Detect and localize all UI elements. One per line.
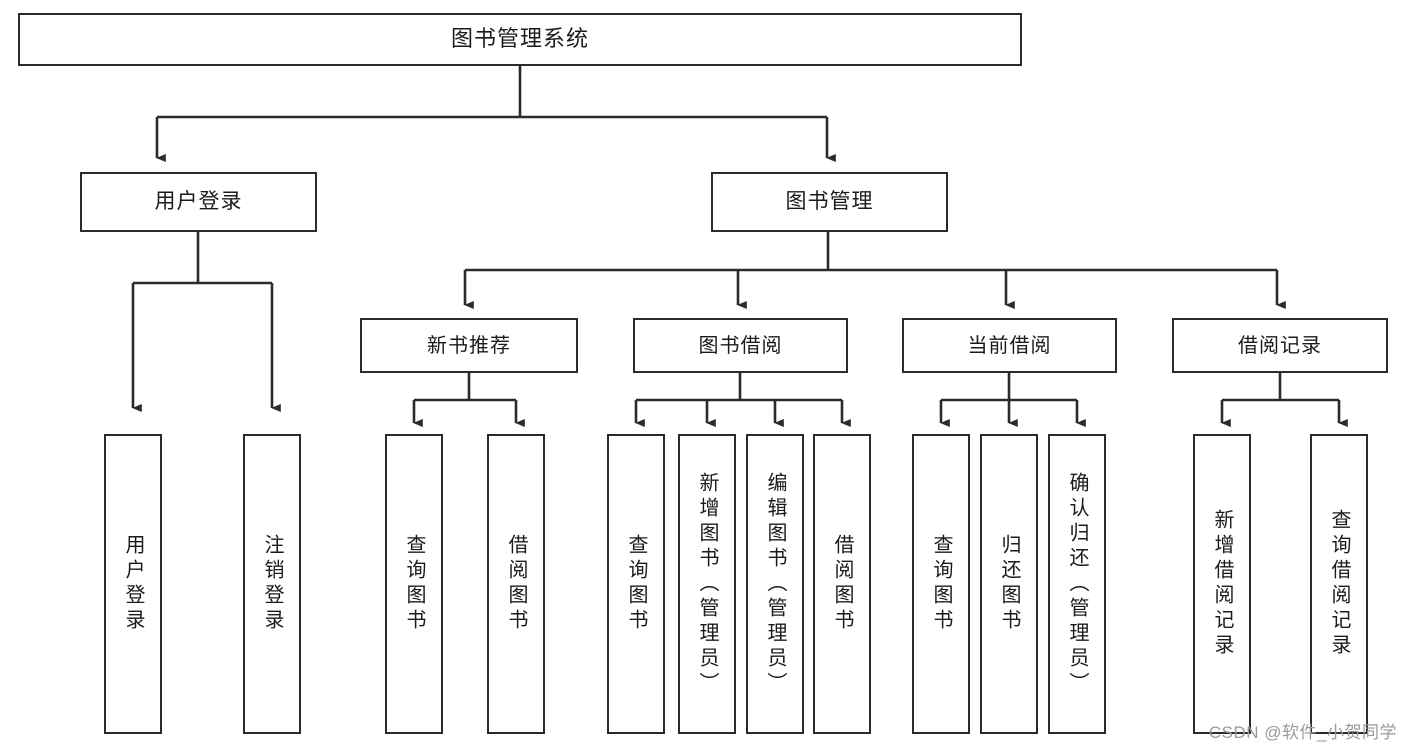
node-label: 新增图书（管理员） <box>696 471 718 697</box>
node-borrow-record[interactable]: 借阅记录 <box>1172 318 1388 373</box>
node-book-management[interactable]: 图书管理 <box>711 172 948 232</box>
leaf-edit-book-admin[interactable]: 编辑图书（管理员） <box>746 434 804 734</box>
leaf-borrow-book-recommend[interactable]: 借阅图书 <box>487 434 545 734</box>
leaf-user-login[interactable]: 用户登录 <box>104 434 162 734</box>
node-label: 图书管理系统 <box>450 26 589 52</box>
watermark-text: CSDN @软件_小贺同学 <box>1208 723 1397 742</box>
node-label: 借阅图书 <box>831 534 853 634</box>
leaf-add-borrow-record[interactable]: 新增借阅记录 <box>1193 434 1251 734</box>
node-label: 查询图书 <box>625 534 647 634</box>
leaf-query-borrow-record[interactable]: 查询借阅记录 <box>1310 434 1368 734</box>
leaf-borrow-book[interactable]: 借阅图书 <box>813 434 871 734</box>
leaf-query-book-recommend[interactable]: 查询图书 <box>385 434 443 734</box>
leaf-query-book-borrow[interactable]: 查询图书 <box>607 434 665 734</box>
node-book-borrow[interactable]: 图书借阅 <box>633 318 848 373</box>
node-label: 确认归还（管理员） <box>1066 471 1088 697</box>
node-label: 借阅记录 <box>1238 334 1322 357</box>
node-label: 查询图书 <box>930 534 952 634</box>
node-label: 当前借阅 <box>967 334 1052 357</box>
node-label: 用户登录 <box>122 534 144 634</box>
node-label: 借阅图书 <box>505 534 527 634</box>
node-label: 图书管理 <box>785 190 874 214</box>
node-label: 注销登录 <box>261 534 283 634</box>
leaf-logout[interactable]: 注销登录 <box>243 434 301 734</box>
node-label: 查询借阅记录 <box>1328 509 1350 659</box>
node-label: 图书借阅 <box>698 334 783 357</box>
node-label: 新书推荐 <box>427 334 511 357</box>
node-label: 编辑图书（管理员） <box>764 471 786 697</box>
node-root-book-management-system[interactable]: 图书管理系统 <box>18 13 1022 66</box>
node-label: 用户登录 <box>154 190 243 214</box>
node-label: 查询图书 <box>403 534 425 634</box>
leaf-confirm-return-admin[interactable]: 确认归还（管理员） <box>1048 434 1106 734</box>
leaf-add-book-admin[interactable]: 新增图书（管理员） <box>678 434 736 734</box>
node-user-login[interactable]: 用户登录 <box>80 172 317 232</box>
node-current-borrow[interactable]: 当前借阅 <box>902 318 1117 373</box>
leaf-query-book-current[interactable]: 查询图书 <box>912 434 970 734</box>
leaf-return-book[interactable]: 归还图书 <box>980 434 1038 734</box>
node-new-book-recommend[interactable]: 新书推荐 <box>360 318 578 373</box>
node-label: 归还图书 <box>998 534 1020 634</box>
node-label: 新增借阅记录 <box>1211 509 1233 659</box>
